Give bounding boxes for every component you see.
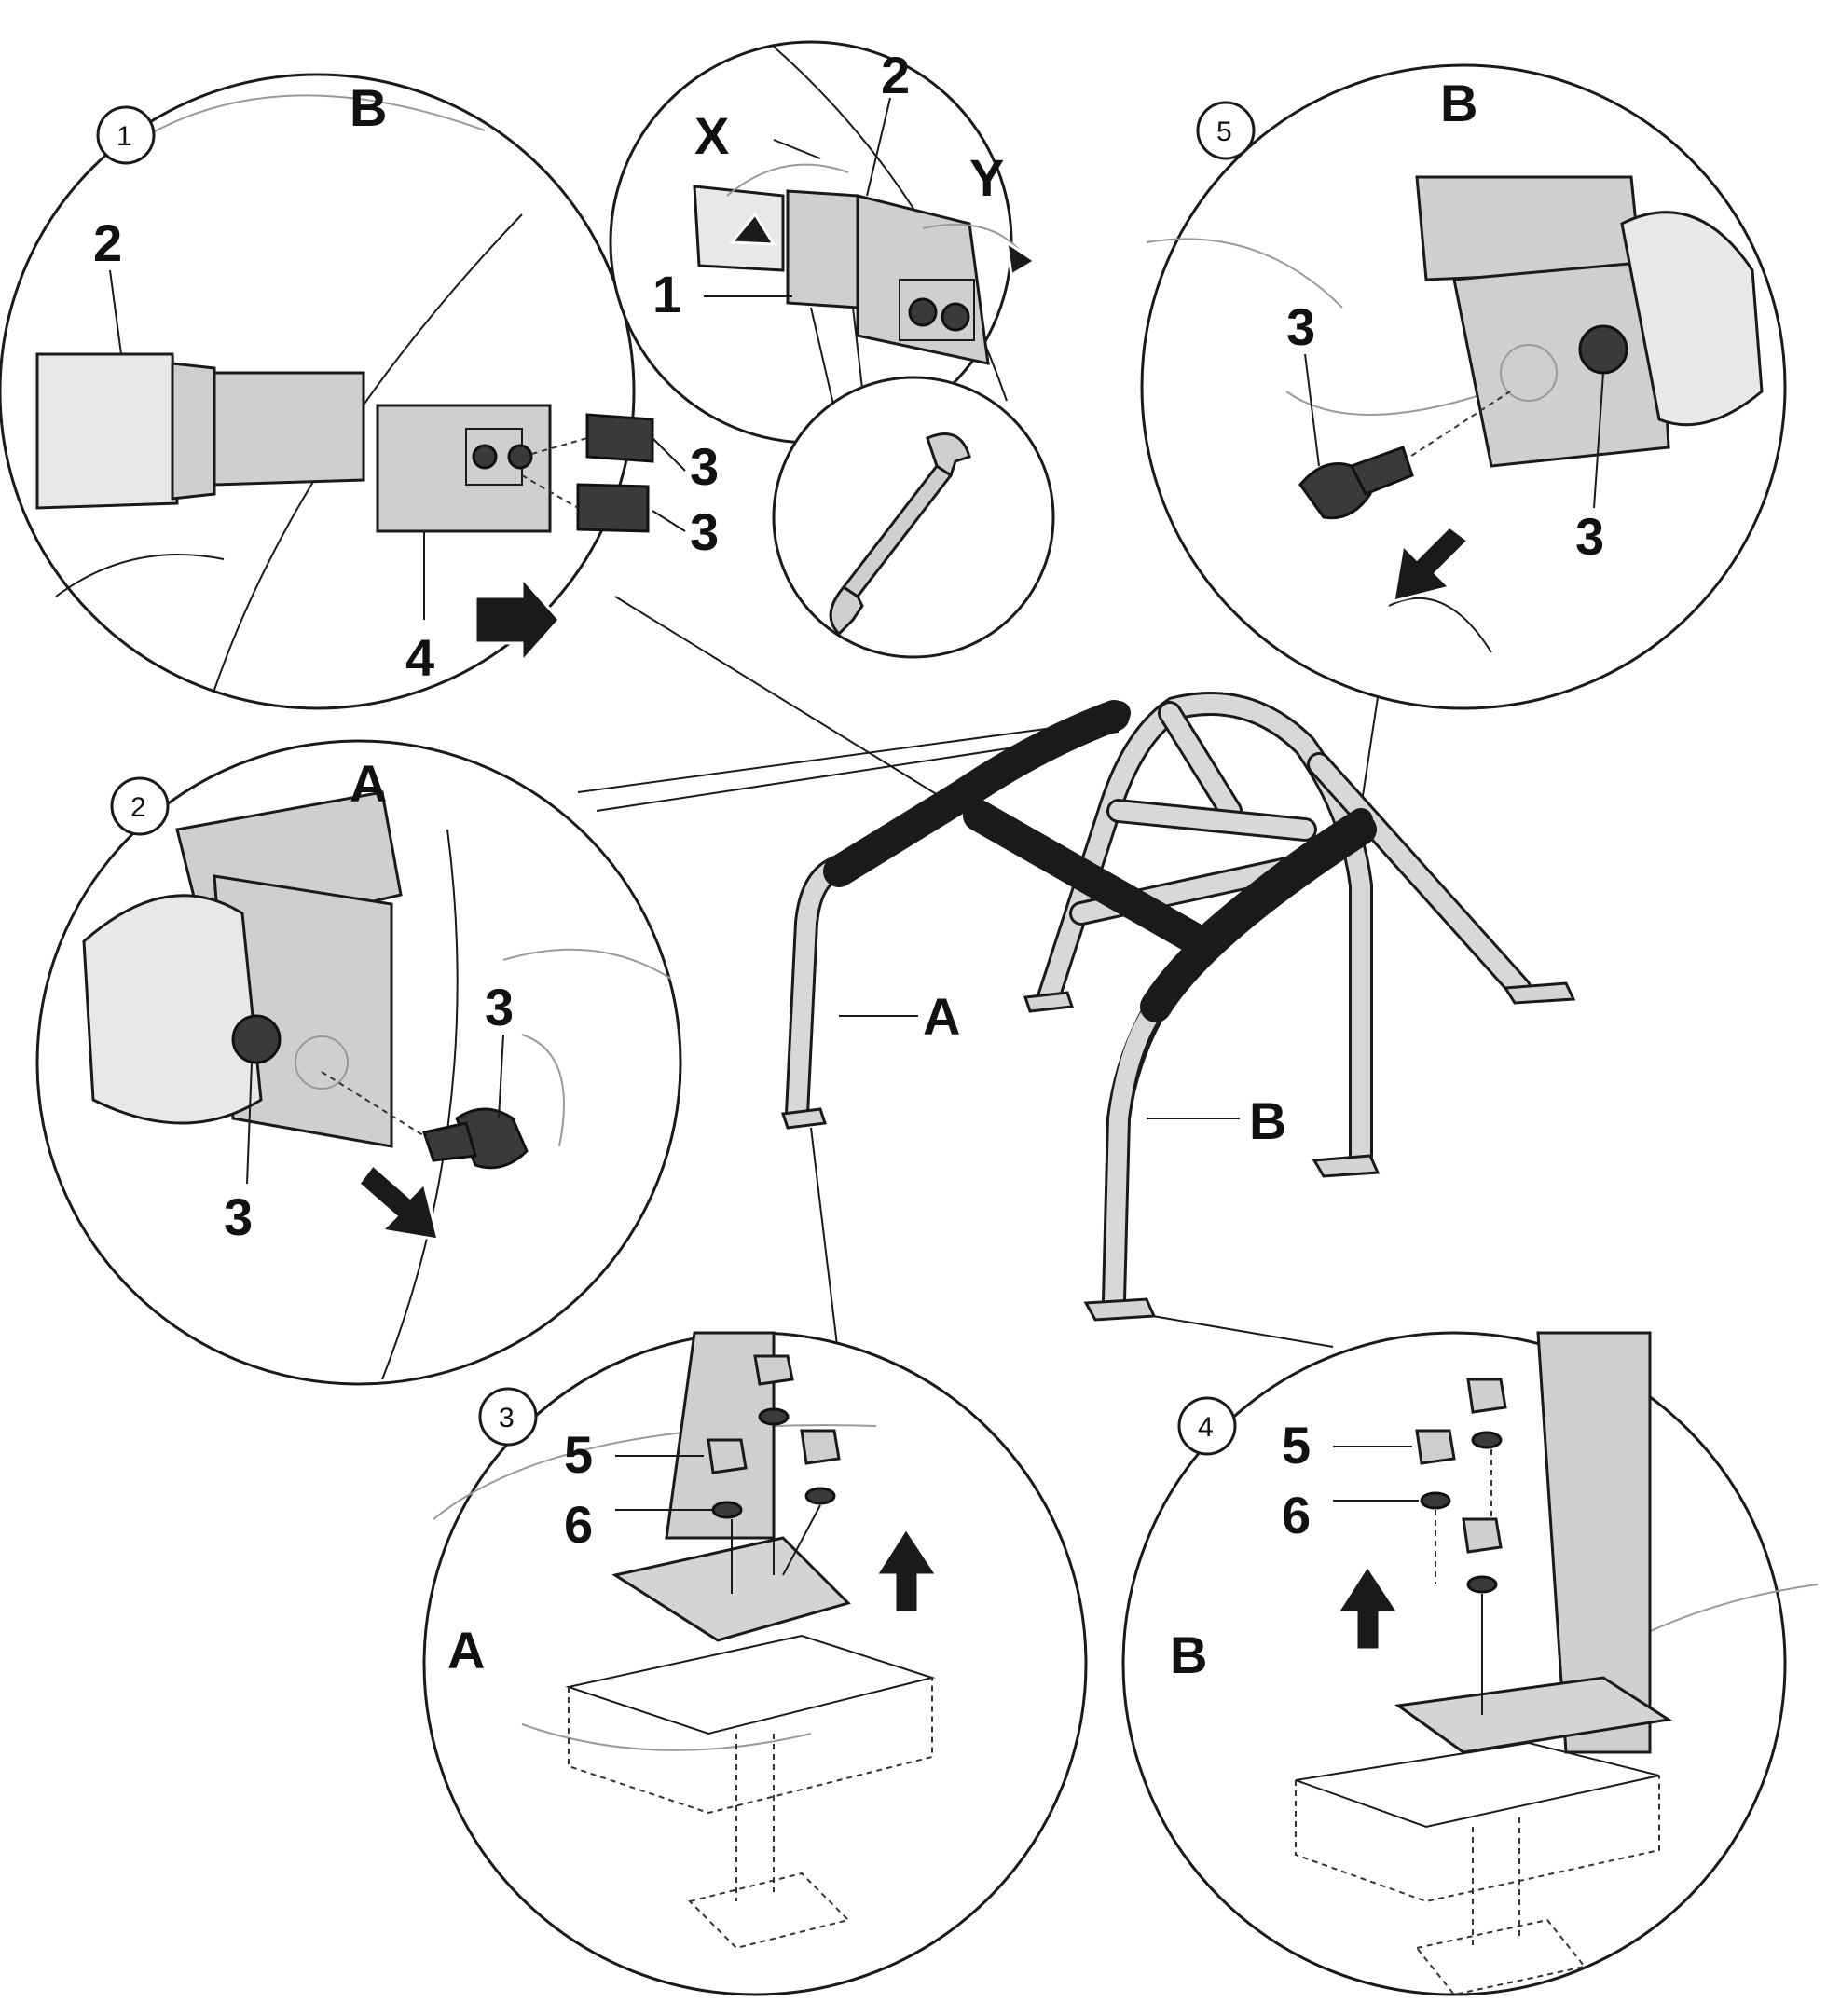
detail-callout-2: 2 — [881, 46, 910, 104]
frame-label-b: B — [1249, 1091, 1286, 1150]
step-3-callout-6: 6 — [564, 1495, 593, 1554]
adjustment-detail: X 2 Y 1 — [609, 40, 1037, 445]
step-1-section: B — [350, 78, 387, 137]
step-4-callout-5: 5 — [1282, 1416, 1311, 1474]
step-3-section: A — [447, 1621, 485, 1680]
step-5-section: B — [1440, 74, 1477, 132]
detail-callout-1: 1 — [652, 265, 681, 323]
step-4-detail: 4 B 5 6 — [1121, 1331, 1819, 1996]
step-2-number: 2 — [130, 792, 146, 823]
wrench-icon — [829, 432, 971, 637]
leader-lines — [577, 596, 1381, 1362]
step-5-callout-3a: 3 — [1286, 297, 1315, 356]
step-4-section: B — [1170, 1625, 1207, 1684]
step-2-section: A — [350, 754, 387, 813]
detail-callout-y: Y — [969, 148, 1004, 207]
step-2-detail: 2 A 3 3 — [35, 739, 682, 1386]
step-1-detail: 1 B 2 3 3 4 — [0, 73, 719, 710]
step-1-callout-4: 4 — [405, 628, 434, 687]
step-3-detail: 3 A 5 6 — [422, 1331, 1088, 1996]
detail-callout-x: X — [694, 106, 729, 165]
roll-cage: A B — [780, 692, 1576, 1322]
step-3-callout-5: 5 — [564, 1425, 593, 1484]
tool-detail — [772, 376, 1055, 659]
step-1-callout-3a: 3 — [690, 437, 719, 496]
step-3-number: 3 — [499, 1403, 515, 1433]
step-1-callout-2: 2 — [93, 213, 122, 272]
step-5-detail: 5 B 3 3 — [1140, 63, 1787, 710]
step-2-callout-3a: 3 — [485, 978, 514, 1036]
step-5-number: 5 — [1216, 117, 1232, 147]
step-1-number: 1 — [117, 121, 132, 152]
step-5-callout-3b: 3 — [1575, 507, 1604, 566]
frame-label-a: A — [923, 987, 960, 1046]
step-4-number: 4 — [1198, 1412, 1214, 1443]
step-4-callout-6: 6 — [1282, 1486, 1311, 1544]
step-1-callout-3b: 3 — [690, 502, 719, 561]
step-2-callout-3b: 3 — [224, 1187, 253, 1246]
